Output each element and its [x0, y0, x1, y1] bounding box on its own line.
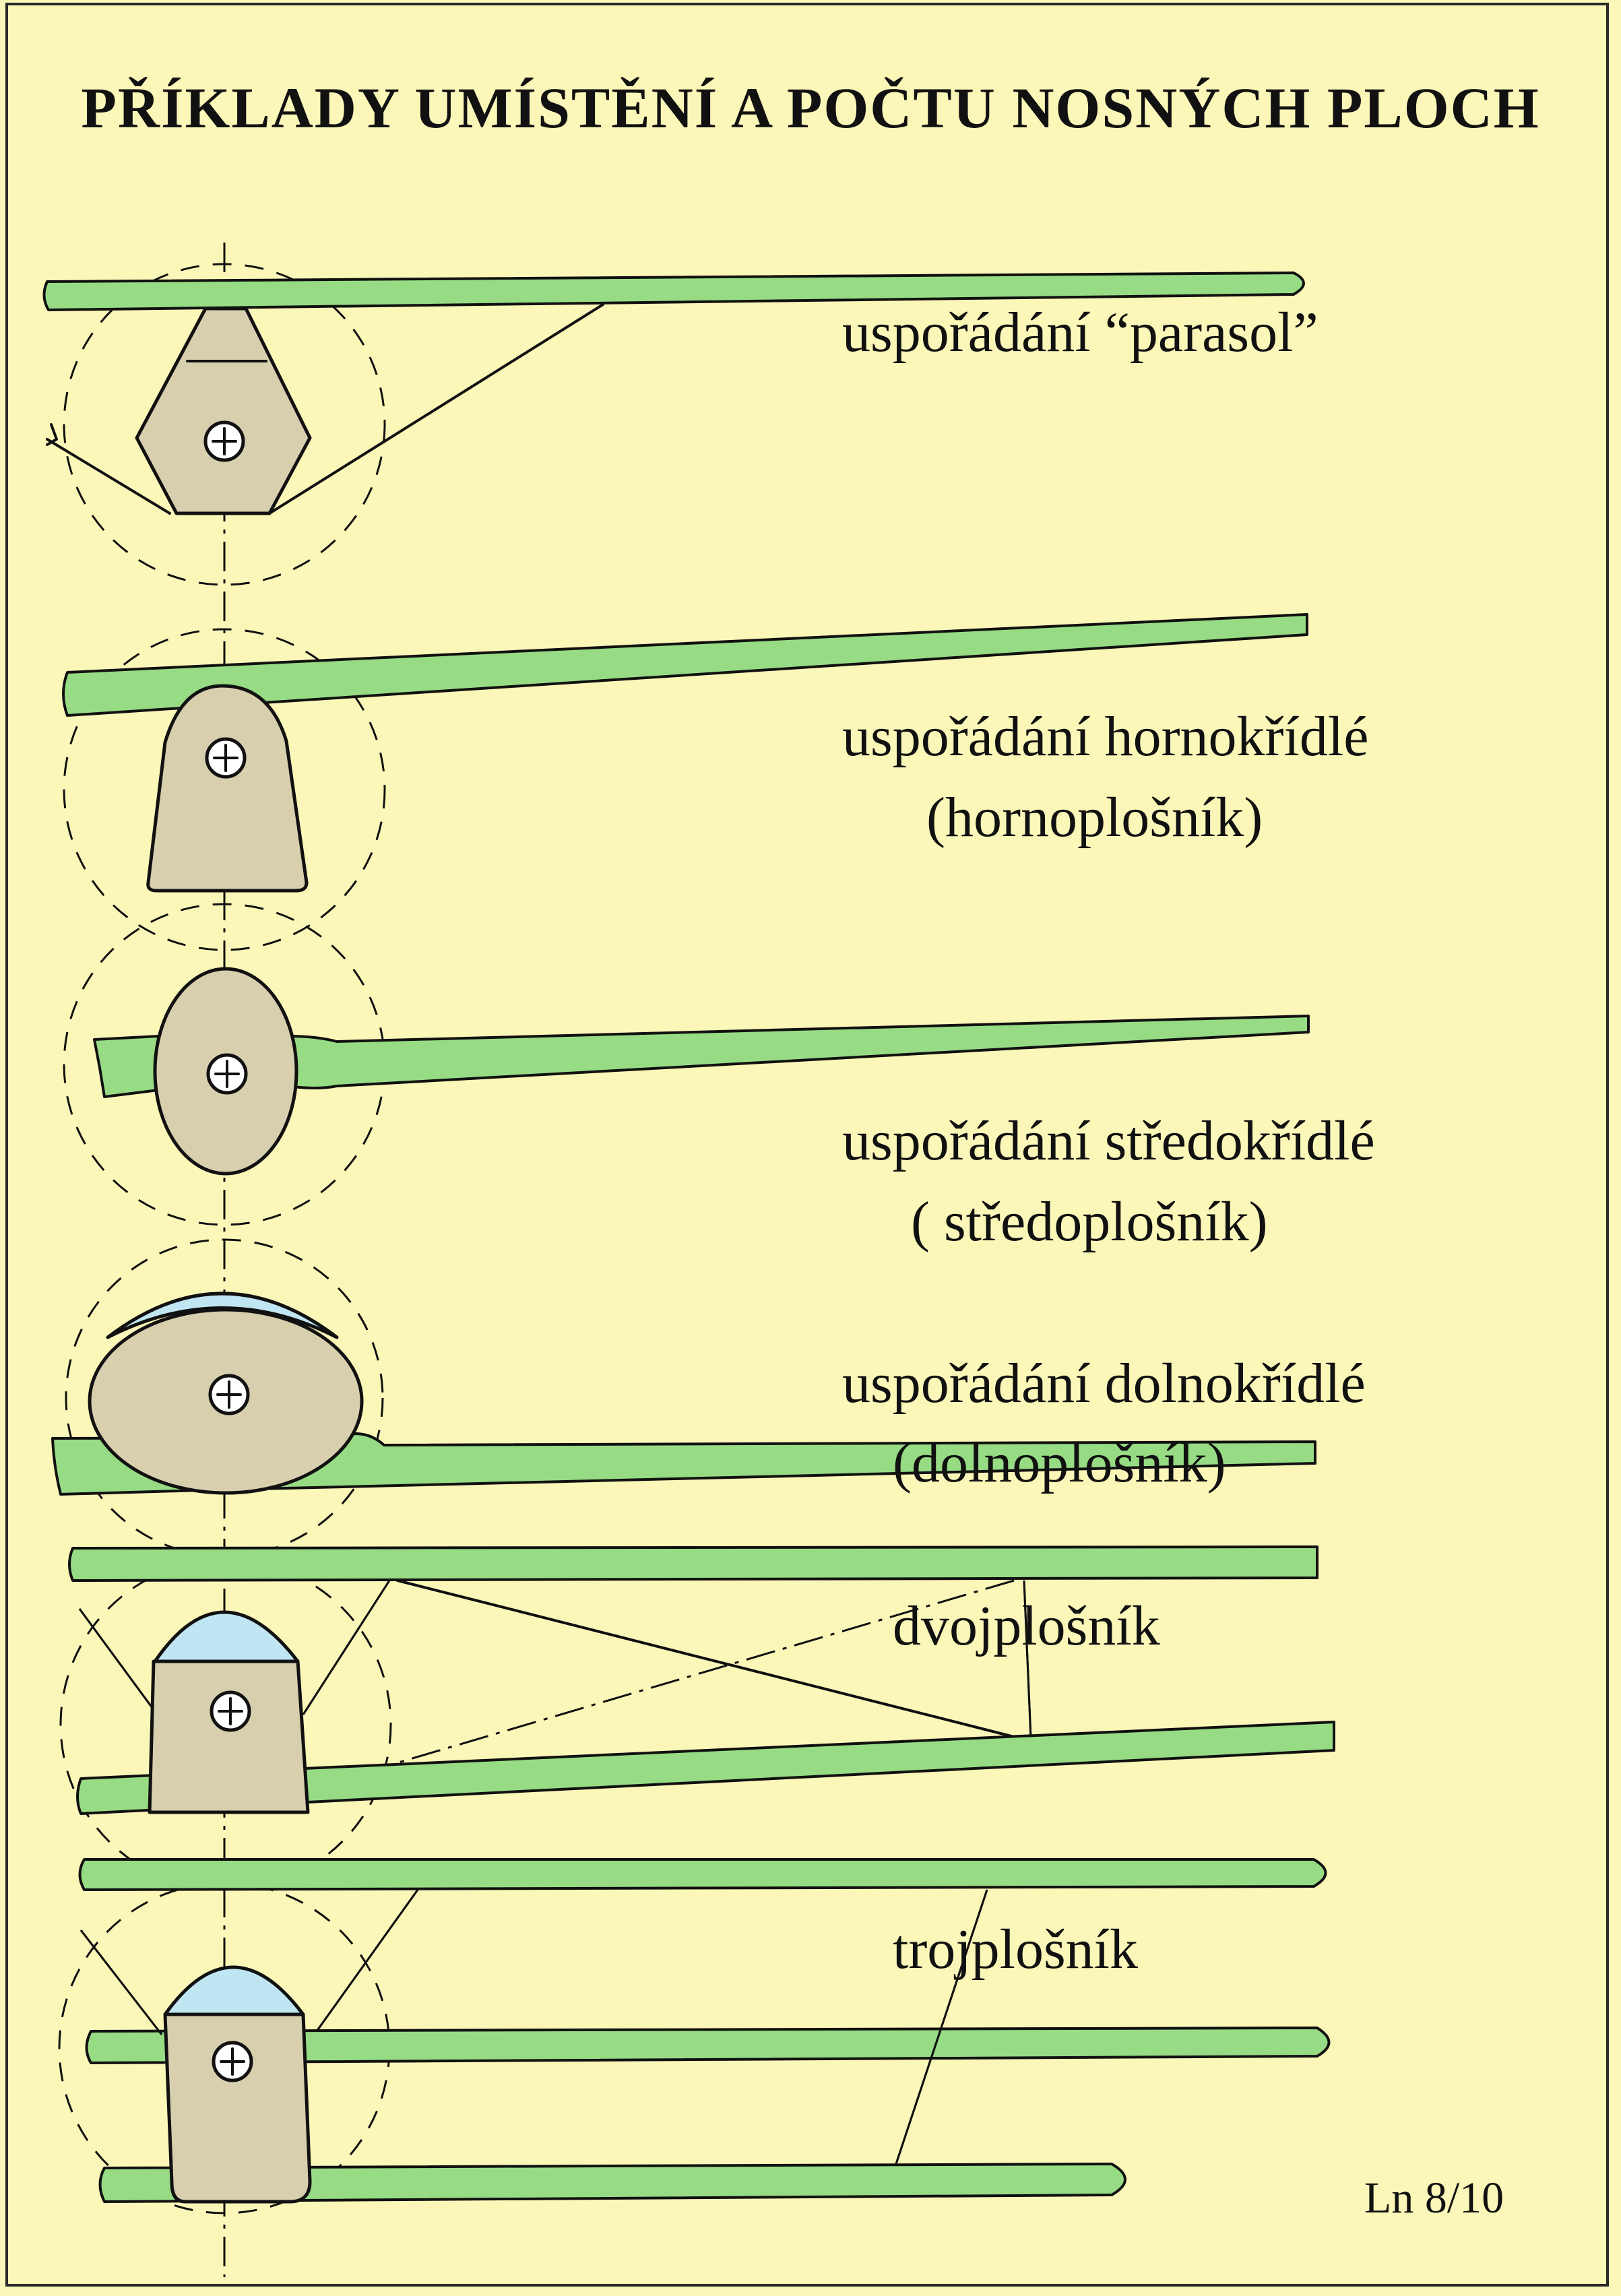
label-parasol: uspořádání “parasol”	[842, 301, 1318, 364]
upper-wing	[78, 1858, 1327, 1891]
middle-wing	[85, 2027, 1331, 2064]
upper-wing	[68, 1545, 1318, 1582]
fuselage	[135, 307, 312, 515]
fuselage	[148, 1659, 310, 1814]
canopy	[106, 1292, 339, 1339]
bracing-wire	[316, 1579, 1015, 1788]
label-low-wing-alt: (dolnoplošník)	[893, 1432, 1226, 1494]
fuselage	[163, 2012, 312, 2204]
bracing-wire	[46, 438, 171, 515]
high-wing-figure	[62, 613, 1308, 951]
bracing-wire	[396, 1579, 1015, 1738]
propeller-circle	[65, 1238, 384, 1558]
page-title: PŘÍKLADY UMÍSTĚNÍ A POČTU NOSNÝCH PLOCH	[81, 75, 1540, 140]
label-triplane: trojplošník	[893, 1918, 1139, 1981]
biplane-figure	[59, 1545, 1335, 1891]
mid-wing-figure	[63, 903, 1310, 1226]
wire-end	[46, 423, 58, 446]
triplane-figure	[58, 1858, 1331, 2214]
propeller-circle	[63, 628, 386, 951]
canopy	[153, 1610, 300, 1663]
label-biplane: dvojplošník	[893, 1595, 1160, 1657]
label-low-wing: uspořádání dolnokřídlé	[842, 1352, 1366, 1415]
parasol-figure	[42, 263, 1305, 586]
propeller-circle	[63, 263, 386, 586]
fuselage	[146, 684, 309, 893]
wing	[42, 272, 1305, 311]
sheet-code: Ln 8/10	[1364, 2173, 1504, 2223]
wing	[287, 1015, 1310, 1089]
label-high-wing: uspořádání hornokřídlé	[842, 705, 1369, 768]
lower-wing	[76, 1721, 1335, 1815]
wing-root-left	[93, 1035, 160, 1098]
label-mid-wing: uspořádání středokřídlé	[842, 1110, 1375, 1172]
wing	[62, 613, 1308, 717]
canopy	[163, 1965, 305, 2016]
low-wing-figure	[51, 1238, 1316, 1558]
label-mid-wing-alt: ( středoplošník)	[911, 1190, 1268, 1253]
label-high-wing-alt: (hornoplošník)	[926, 786, 1263, 849]
lower-wing	[98, 2163, 1126, 2203]
bracing-wire	[268, 303, 604, 515]
